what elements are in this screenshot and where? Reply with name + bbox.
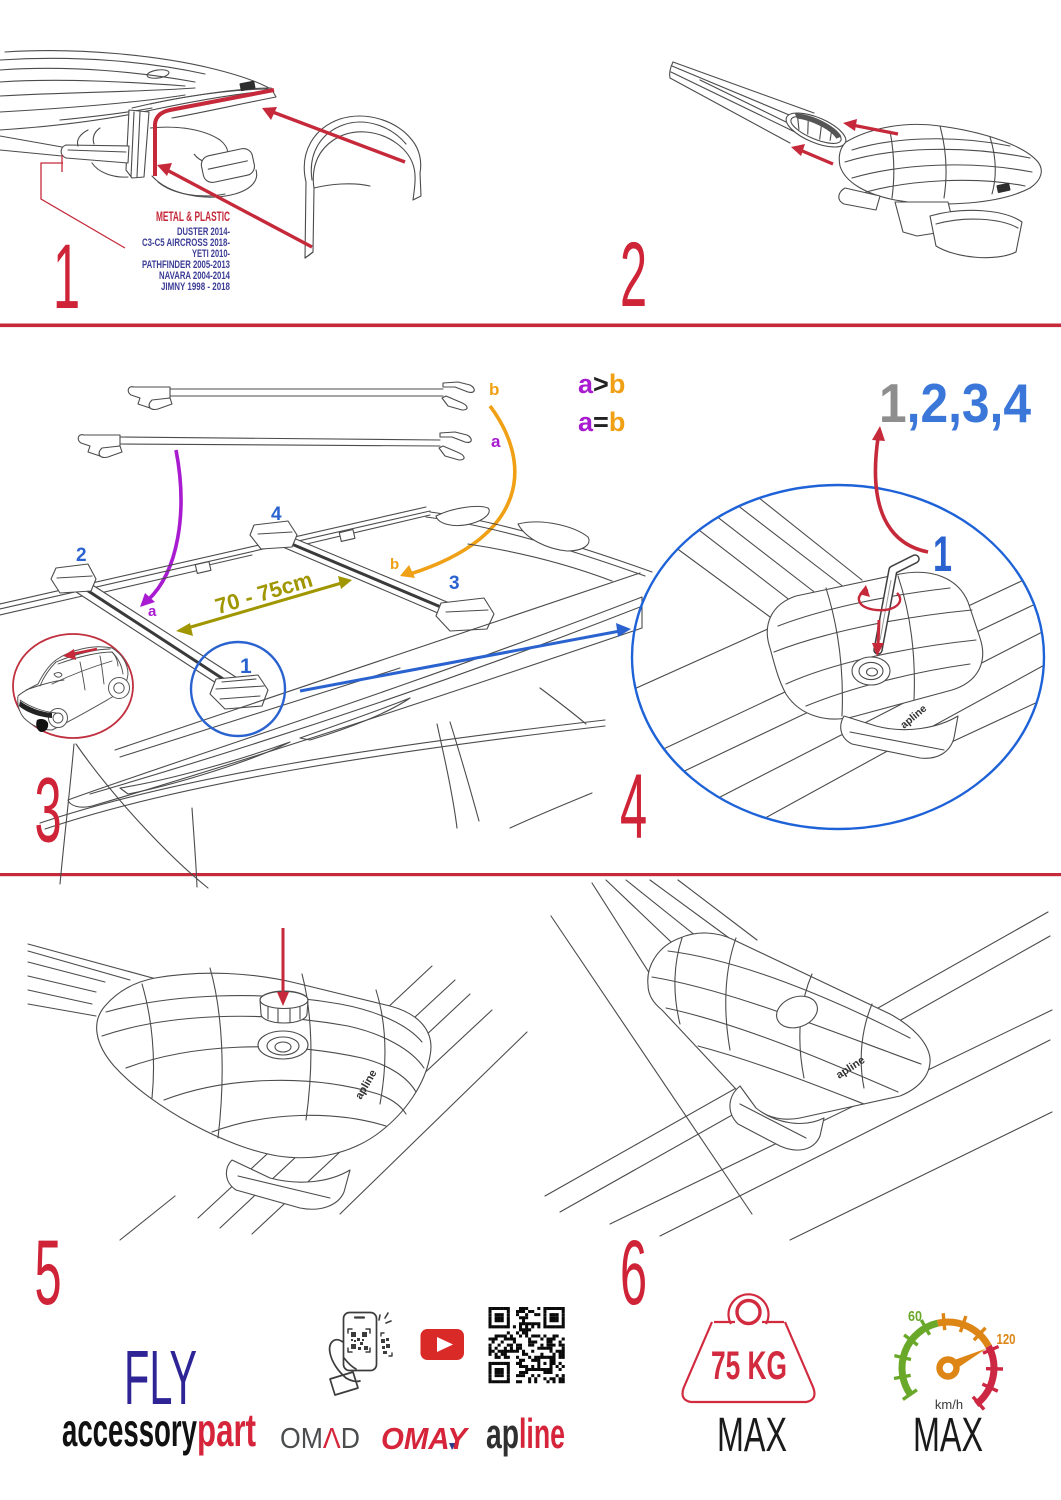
- svg-text:b: b: [390, 556, 399, 573]
- svg-text:km/h: km/h: [935, 1397, 963, 1412]
- svg-text:1,2,3,4: 1,2,3,4: [879, 372, 1031, 434]
- svg-text:1: 1: [53, 224, 80, 328]
- svg-text:a: a: [148, 603, 157, 620]
- svg-text:OMAY: OMAY: [381, 1421, 470, 1456]
- svg-text:MAX: MAX: [913, 1409, 983, 1462]
- svg-text:YETI 2010-: YETI 2010-: [192, 248, 230, 260]
- svg-text:accessory: accessory: [62, 1404, 197, 1456]
- svg-text:2: 2: [620, 222, 647, 326]
- svg-text:NAVARA 2004-2014: NAVARA 2004-2014: [159, 270, 231, 282]
- svg-text:METAL & PLASTIC: METAL & PLASTIC: [156, 209, 230, 224]
- svg-text:MAX: MAX: [717, 1409, 787, 1462]
- svg-text:5: 5: [34, 1220, 61, 1324]
- svg-text:OMΛD: OMΛD: [280, 1423, 360, 1455]
- svg-text:4: 4: [271, 504, 282, 525]
- svg-text:FLY: FLY: [124, 1335, 197, 1421]
- svg-text:ap: ap: [486, 1410, 519, 1457]
- svg-text:a>b: a>b: [578, 369, 625, 399]
- svg-text:4: 4: [620, 754, 647, 858]
- svg-text:DUSTER 2014-: DUSTER 2014-: [177, 226, 230, 238]
- svg-text:C3-C5 AIRCROSS 2018-: C3-C5 AIRCROSS 2018-: [142, 237, 230, 249]
- svg-text:a: a: [491, 432, 501, 451]
- svg-text:b: b: [489, 380, 499, 399]
- svg-text:3: 3: [449, 573, 460, 594]
- svg-text:6: 6: [620, 1220, 647, 1324]
- svg-text:PATHFINDER 2005-2013: PATHFINDER 2005-2013: [142, 259, 230, 271]
- svg-text:60: 60: [908, 1308, 922, 1325]
- svg-text:75 KG: 75 KG: [711, 1344, 787, 1388]
- svg-text:120: 120: [997, 1331, 1016, 1348]
- svg-text:1: 1: [240, 655, 252, 678]
- svg-text:2: 2: [76, 545, 87, 566]
- svg-text:1: 1: [933, 526, 952, 582]
- svg-text:JIMNY 1998 - 2018: JIMNY 1998 - 2018: [161, 281, 230, 293]
- svg-text:3: 3: [34, 758, 61, 862]
- svg-text:a=b: a=b: [578, 407, 625, 437]
- svg-text:part: part: [197, 1404, 256, 1456]
- svg-text:line: line: [519, 1410, 565, 1457]
